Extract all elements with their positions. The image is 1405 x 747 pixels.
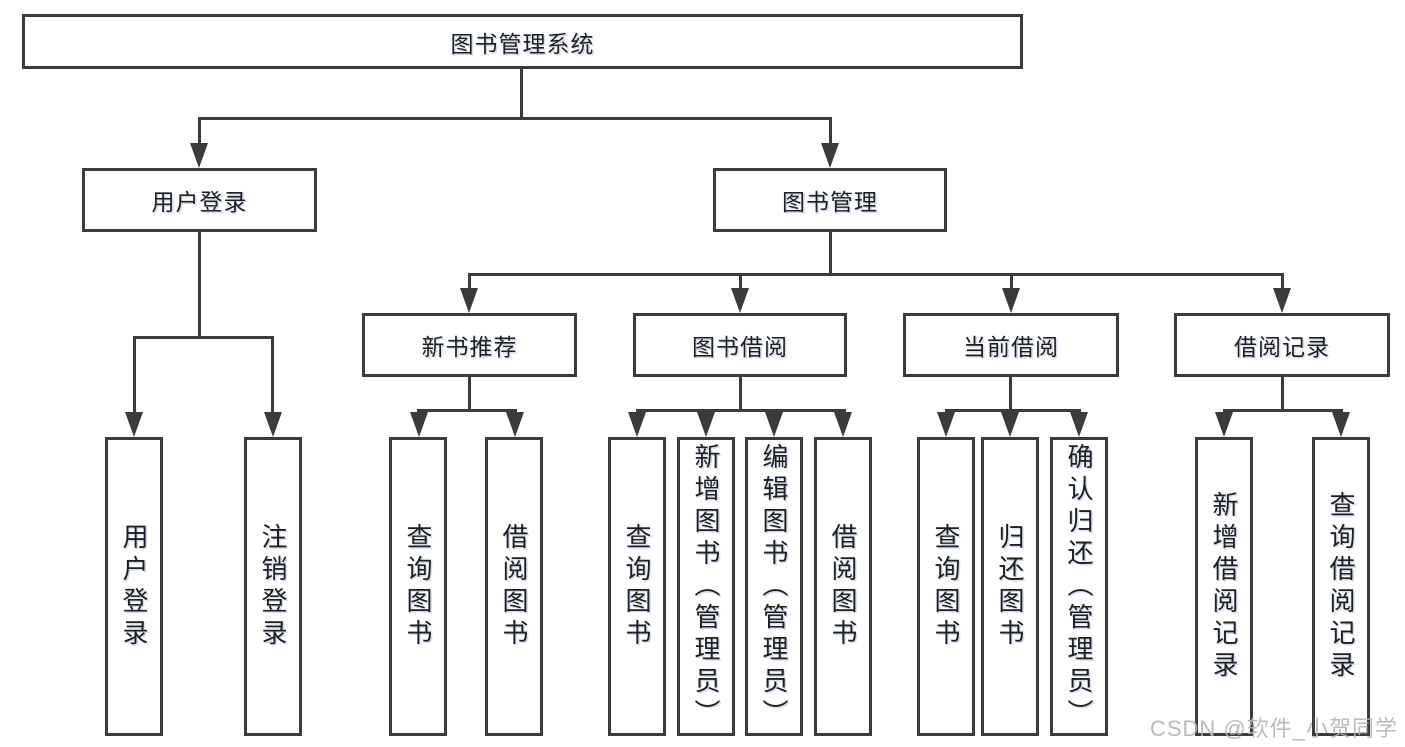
node-user-login-branch: 用户登录: [82, 168, 317, 232]
edge-current-leaf-bus: [945, 409, 1080, 412]
edge-book-mgmt-stem: [829, 232, 832, 273]
leaf-confirm-return-admin: 确认归还（管理员）: [1050, 437, 1108, 736]
arrowhead-leaf-12: [1215, 412, 1233, 437]
edge-drop-book-mgmt: [829, 117, 832, 145]
node-borrowing-records: 借阅记录: [1174, 313, 1390, 377]
leaf-return-books: 归还图书: [981, 437, 1039, 736]
leaf-borrow-books-recommend: 借阅图书: [485, 437, 543, 736]
edge-records-stem: [1281, 377, 1284, 409]
edge-borrow-leaf-bus: [636, 409, 846, 412]
arrowhead-new-books: [460, 288, 478, 313]
arrowhead-leaf-login: [125, 412, 143, 437]
edge-level2-bus: [198, 117, 832, 120]
edge-borrow-stem: [739, 377, 742, 409]
node-new-book-recommend: 新书推荐: [362, 313, 577, 377]
leaf-query-books-borrowing: 查询图书: [608, 437, 666, 736]
node-book-management-branch: 图书管理: [713, 168, 947, 232]
edge-drop-leaf-logout: [271, 336, 274, 413]
arrowhead-leaf-5: [628, 412, 646, 437]
edge-current-stem: [1009, 377, 1012, 409]
arrowhead-current: [1002, 288, 1020, 313]
leaf-user-login: 用户登录: [105, 437, 163, 736]
arrowhead-leaf-7: [765, 412, 783, 437]
arrowhead-borrow: [731, 288, 749, 313]
leaf-query-borrow-record: 查询借阅记录: [1312, 437, 1370, 736]
edge-new-books-stem: [468, 377, 471, 409]
arrowhead-leaf-4: [506, 412, 524, 437]
arrowhead-leaf-6: [697, 412, 715, 437]
leaf-query-books-recommend: 查询图书: [389, 437, 447, 736]
edge-drop-borrow: [739, 273, 742, 288]
node-book-borrowing: 图书借阅: [633, 313, 847, 377]
edge-level3-bus: [468, 273, 1282, 276]
edge-drop-current: [1010, 273, 1013, 288]
edge-user-login-stem: [198, 232, 201, 336]
leaf-edit-books-admin: 编辑图书（管理员）: [745, 437, 803, 736]
leaf-add-borrow-record: 新增借阅记录: [1195, 437, 1253, 736]
arrowhead-leaf-13: [1332, 412, 1350, 437]
leaf-query-books-current: 查询图书: [917, 437, 975, 736]
arrowhead-leaf-9: [937, 412, 955, 437]
edge-new-books-leaf-bus: [417, 409, 517, 412]
node-root: 图书管理系统: [22, 14, 1023, 69]
arrowhead-leaf-10: [1001, 412, 1019, 437]
leaf-logout: 注销登录: [244, 437, 302, 736]
leaf-borrow-books-borrowing: 借阅图书: [814, 437, 872, 736]
leaf-add-books-admin: 新增图书（管理员）: [677, 437, 735, 736]
edge-drop-new-books: [468, 273, 471, 288]
edge-root-stem: [520, 69, 523, 117]
arrowhead-leaf-11: [1070, 412, 1088, 437]
edge-user-login-bus: [133, 336, 274, 339]
csdn-watermark: CSDN @软件_小贺同学: [1149, 716, 1398, 741]
arrowhead-leaf-logout: [264, 412, 282, 437]
edge-records-leaf-bus: [1223, 409, 1342, 412]
arrowhead-user-login: [190, 143, 208, 168]
edge-drop-leaf-login: [133, 336, 136, 413]
edge-drop-records: [1281, 273, 1284, 288]
arrowhead-records: [1273, 288, 1291, 313]
arrowhead-leaf-3: [410, 412, 428, 437]
node-current-borrowing: 当前借阅: [903, 313, 1119, 377]
edge-drop-user-login: [198, 117, 201, 145]
arrowhead-book-mgmt: [821, 143, 839, 168]
arrowhead-leaf-8: [834, 412, 852, 437]
